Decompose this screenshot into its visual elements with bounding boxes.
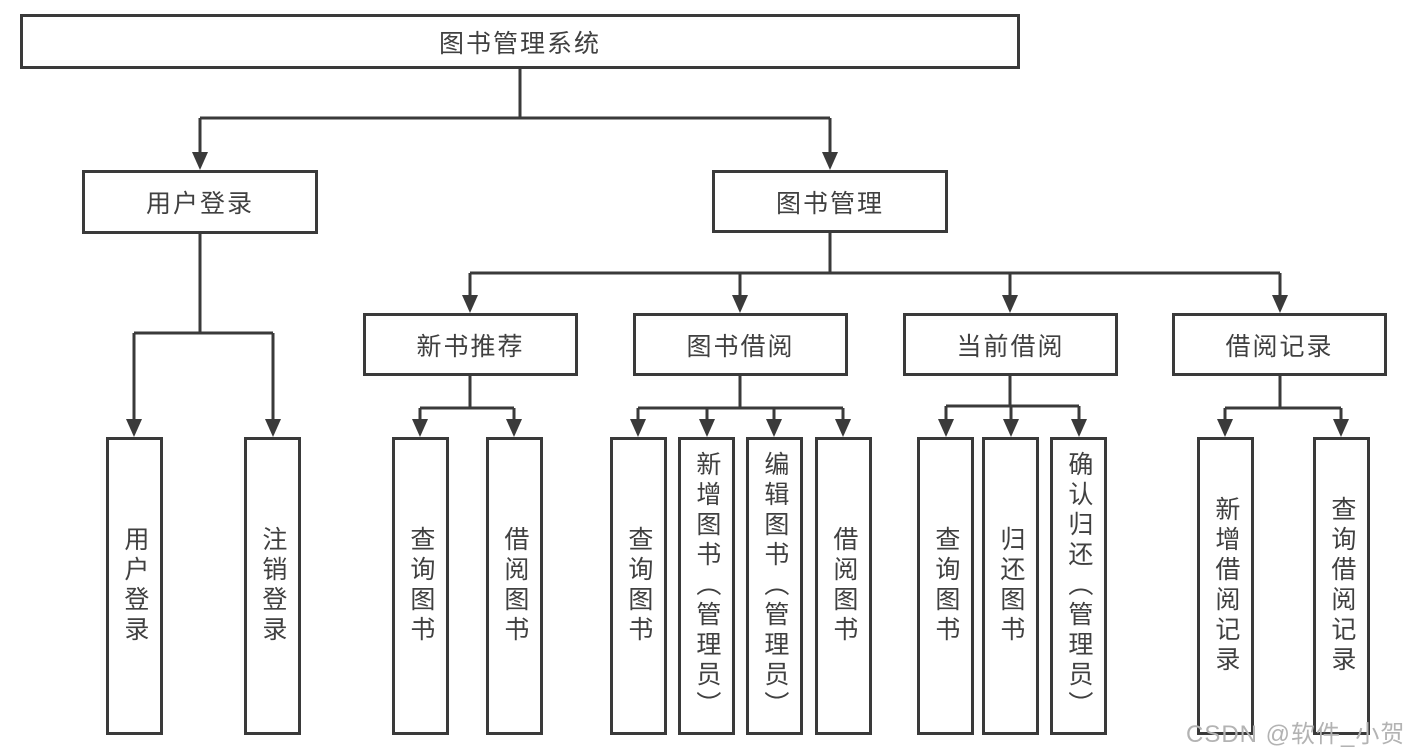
- connector-root-to-level2: [198, 69, 832, 156]
- leaf-label: 确认归还（管理员）: [1064, 451, 1093, 721]
- connector-cur-borrow-children: [944, 376, 1081, 423]
- node-book-borrowing: 图书借阅: [633, 313, 848, 376]
- leaf-confirm-return-admin: 确认归还（管理员）: [1050, 437, 1107, 735]
- leaf-label: 查询图书: [931, 526, 960, 646]
- leaf-label: 查询图书: [624, 526, 653, 646]
- leaf-query-borrow-record: 查询借阅记录: [1313, 437, 1370, 735]
- node-label: 用户登录: [145, 190, 254, 218]
- leaf-add-books-admin: 新增图书（管理员）: [678, 437, 735, 735]
- node-new-book-recommend: 新书推荐: [363, 313, 578, 376]
- leaf-query-books: 查询图书: [610, 437, 667, 735]
- leaf-label: 借阅图书: [829, 526, 858, 646]
- connector-book-borrow-children: [636, 376, 845, 423]
- node-label: 图书借阅: [686, 332, 795, 361]
- node-label: 新书推荐: [416, 332, 525, 361]
- leaf-label: 新增图书（管理员）: [692, 451, 721, 721]
- node-label: 图书管理系统: [438, 29, 601, 58]
- leaf-label: 查询借阅记录: [1327, 496, 1356, 676]
- leaf-user-login: 用户登录: [106, 437, 163, 735]
- node-label: 当前借阅: [956, 332, 1065, 361]
- node-label: 借阅记录: [1225, 332, 1334, 361]
- leaf-edit-books-admin: 编辑图书（管理员）: [746, 437, 803, 735]
- leaf-label: 用户登录: [120, 526, 149, 646]
- leaf-borrow-books: 借阅图书: [815, 437, 872, 735]
- connector-book-mgmt-children: [468, 233, 1282, 299]
- node-label: 图书管理: [775, 189, 884, 218]
- node-book-management: 图书管理: [712, 170, 948, 233]
- node-user-login: 用户登录: [82, 170, 318, 234]
- connector-user-login-children: [132, 234, 275, 423]
- leaf-label: 编辑图书（管理员）: [760, 451, 789, 721]
- connector-borrow-rec-children: [1223, 376, 1343, 423]
- leaf-add-borrow-record: 新增借阅记录: [1197, 437, 1254, 735]
- node-current-borrowing: 当前借阅: [903, 313, 1118, 376]
- leaf-query-books-recommend: 查询图书: [392, 437, 449, 735]
- connector-new-book-children: [418, 376, 516, 423]
- leaf-query-books-current: 查询图书: [917, 437, 974, 735]
- leaf-logout: 注销登录: [244, 437, 301, 735]
- leaf-borrow-books-recommend: 借阅图书: [486, 437, 543, 735]
- node-library-management-system: 图书管理系统: [20, 14, 1020, 69]
- node-borrowing-records: 借阅记录: [1172, 313, 1387, 376]
- leaf-label: 新增借阅记录: [1211, 496, 1240, 676]
- leaf-label: 归还图书: [996, 526, 1025, 646]
- leaf-label: 借阅图书: [500, 526, 529, 646]
- leaf-label: 查询图书: [406, 526, 435, 646]
- leaf-return-books: 归还图书: [982, 437, 1039, 735]
- csdn-watermark: CSDN @软件_小贺同学: [1186, 721, 1405, 747]
- leaf-label: 注销登录: [258, 526, 287, 646]
